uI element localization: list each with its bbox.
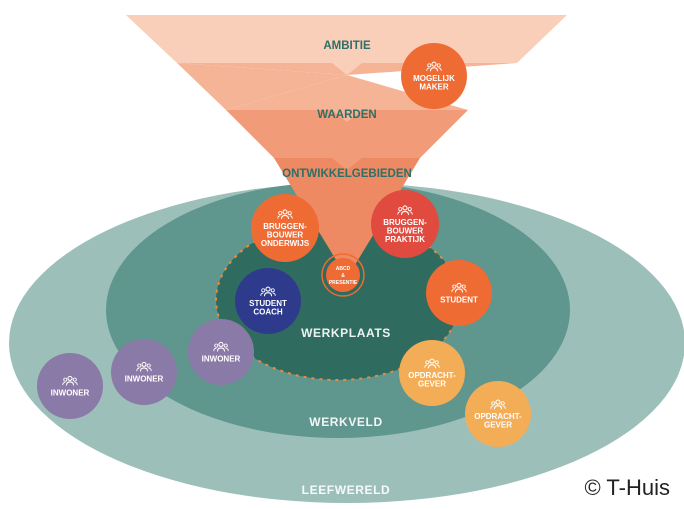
role-label-line: INWONER <box>202 354 241 363</box>
role-circles: MOGELIJKMAKERBRUGGEN-BOUWERONDERWIJSBRUG… <box>37 43 531 447</box>
role-label-line: PRAKTIJK <box>385 235 425 244</box>
role-label-line: INWONER <box>125 374 164 383</box>
role-label-line: COACH <box>253 308 283 317</box>
role-circle <box>188 319 254 385</box>
label-leefwereld: LEEFWERELD <box>302 483 391 497</box>
role-label-line: INWONER <box>51 388 90 397</box>
role-label-line: MOGELIJK <box>413 74 455 83</box>
abcd-line-2: & <box>341 273 345 279</box>
role-circle <box>371 190 439 258</box>
role-circle <box>111 339 177 405</box>
role-label-line: STUDENT <box>249 299 287 308</box>
role-opdrachtgever-2: OPDRACHT-GEVER <box>465 381 531 447</box>
role-label-line: BRUGGEN- <box>263 222 307 231</box>
role-label-line: BOUWER <box>387 226 424 235</box>
abcd-presentie-badge: ABCD & PRESENTIE <box>321 253 365 297</box>
role-circle <box>401 43 467 109</box>
role-circle <box>37 353 103 419</box>
role-label-line: ONDERWIJS <box>261 239 310 248</box>
role-label-line: GEVER <box>484 421 512 430</box>
funnel <box>126 15 567 278</box>
role-label-line: STUDENT <box>440 295 478 304</box>
label-ambitie: AMBITIE <box>323 40 371 52</box>
funnel-layer-waarden <box>177 63 517 110</box>
role-opdrachtgever-1: OPDRACHT-GEVER <box>399 340 465 406</box>
role-circle <box>235 268 301 334</box>
funnel-notch-tip <box>332 158 362 170</box>
abcd-line-1: ABCD <box>336 266 351 272</box>
copyright-notice: © T-Huis <box>584 475 671 500</box>
funnel-notch-waarden <box>332 63 362 75</box>
funnel-notch-ontwikkel <box>332 110 362 122</box>
role-inwoner-2: INWONER <box>111 339 177 405</box>
role-circle <box>426 260 492 326</box>
funnel-layer-ontwikkelgebieden <box>226 110 468 158</box>
role-label-line: OPDRACHT- <box>474 412 522 421</box>
role-inwoner-1: INWONER <box>188 319 254 385</box>
funnel-layer-ambitie <box>126 15 567 63</box>
role-circle <box>251 194 319 262</box>
role-label-line: BOUWER <box>267 230 304 239</box>
funnel-tip <box>274 158 420 278</box>
label-werkplaats: WERKPLAATS <box>301 326 391 340</box>
role-label-line: BRUGGEN- <box>383 218 427 227</box>
funnel-layer-mid <box>177 63 347 110</box>
label-waarden: WAARDEN <box>317 109 376 121</box>
role-student: STUDENT <box>426 260 492 326</box>
role-circle <box>465 381 531 447</box>
role-inwoner-3: INWONER <box>37 353 103 419</box>
label-werkveld: WERKVELD <box>309 415 382 429</box>
role-circle <box>399 340 465 406</box>
label-ontwikkelgebieden: ONTWIKKELGEBIEDEN <box>282 168 412 180</box>
abcd-line-3: PRESENTIE <box>329 280 358 286</box>
role-label-line: OPDRACHT- <box>408 371 456 380</box>
role-label-line: MAKER <box>419 83 449 92</box>
role-label-line: GEVER <box>418 380 446 389</box>
